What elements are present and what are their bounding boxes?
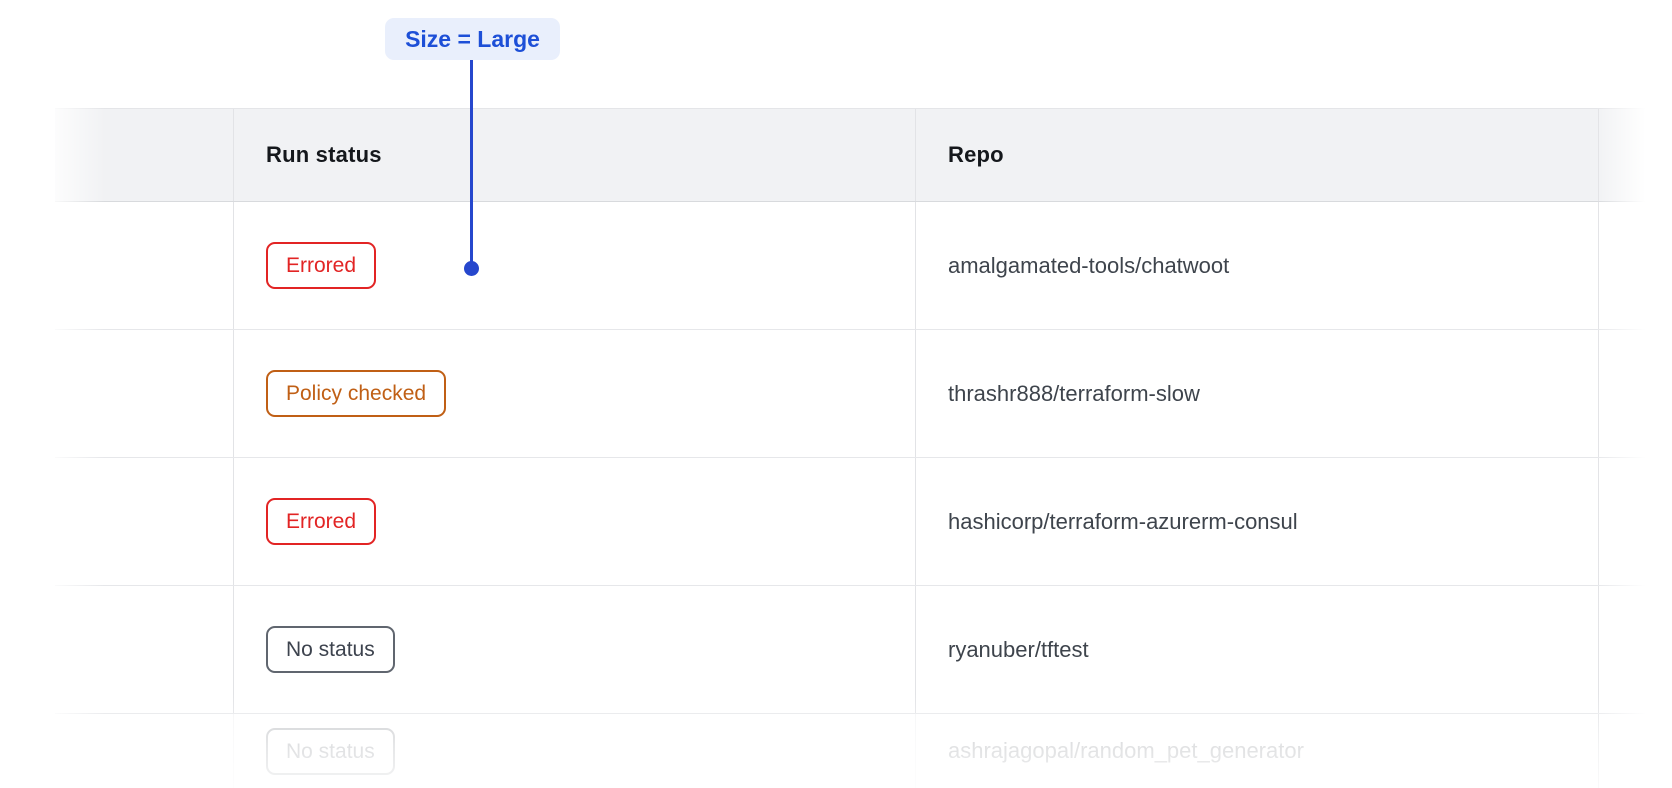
run-status-badge: Policy checked (266, 370, 447, 417)
repo-name: thrashr888/terraform-slow (948, 380, 1200, 406)
repo-name: ashrajagopal/random_pet_generator (948, 738, 1304, 763)
table-row[interactable]: Errored hashicorp/terraform-azurerm-cons… (55, 458, 1672, 586)
annotation-pointer-dot (464, 261, 479, 276)
header-cell-empty (55, 109, 233, 201)
size-large-annotation-label: Size = Large (385, 18, 560, 60)
table-header-row: Run status Repo (55, 108, 1672, 202)
header-cell-run-status: Run status (233, 109, 915, 201)
header-cell-cropped (1598, 109, 1672, 201)
table-row[interactable]: No status ashrajagopal/random_pet_genera… (55, 714, 1672, 788)
annotation-pointer-line (470, 60, 473, 262)
repo-name: hashicorp/terraform-azurerm-consul (948, 508, 1298, 534)
repo-name: amalgamated-tools/chatwoot (948, 252, 1230, 278)
annotation-text: Size = Large (405, 25, 540, 52)
repo-column-label: Repo (948, 142, 1004, 167)
run-status-badge: Errored (266, 242, 377, 289)
run-status-column-label: Run status (266, 142, 382, 167)
header-cell-repo: Repo (915, 109, 1598, 201)
runs-table: Run status Repo Errored amalgamated-tool… (55, 108, 1672, 788)
repo-name: ryanuber/tftest (948, 636, 1089, 662)
table-row[interactable]: Errored amalgamated-tools/chatwoot (55, 202, 1672, 330)
run-status-badge: Errored (266, 498, 377, 545)
run-status-badge: No status (266, 727, 395, 775)
run-status-badge: No status (266, 626, 395, 673)
table-row[interactable]: No status ryanuber/tftest (55, 586, 1672, 714)
table-row[interactable]: Policy checked thrashr888/terraform-slow (55, 330, 1672, 458)
